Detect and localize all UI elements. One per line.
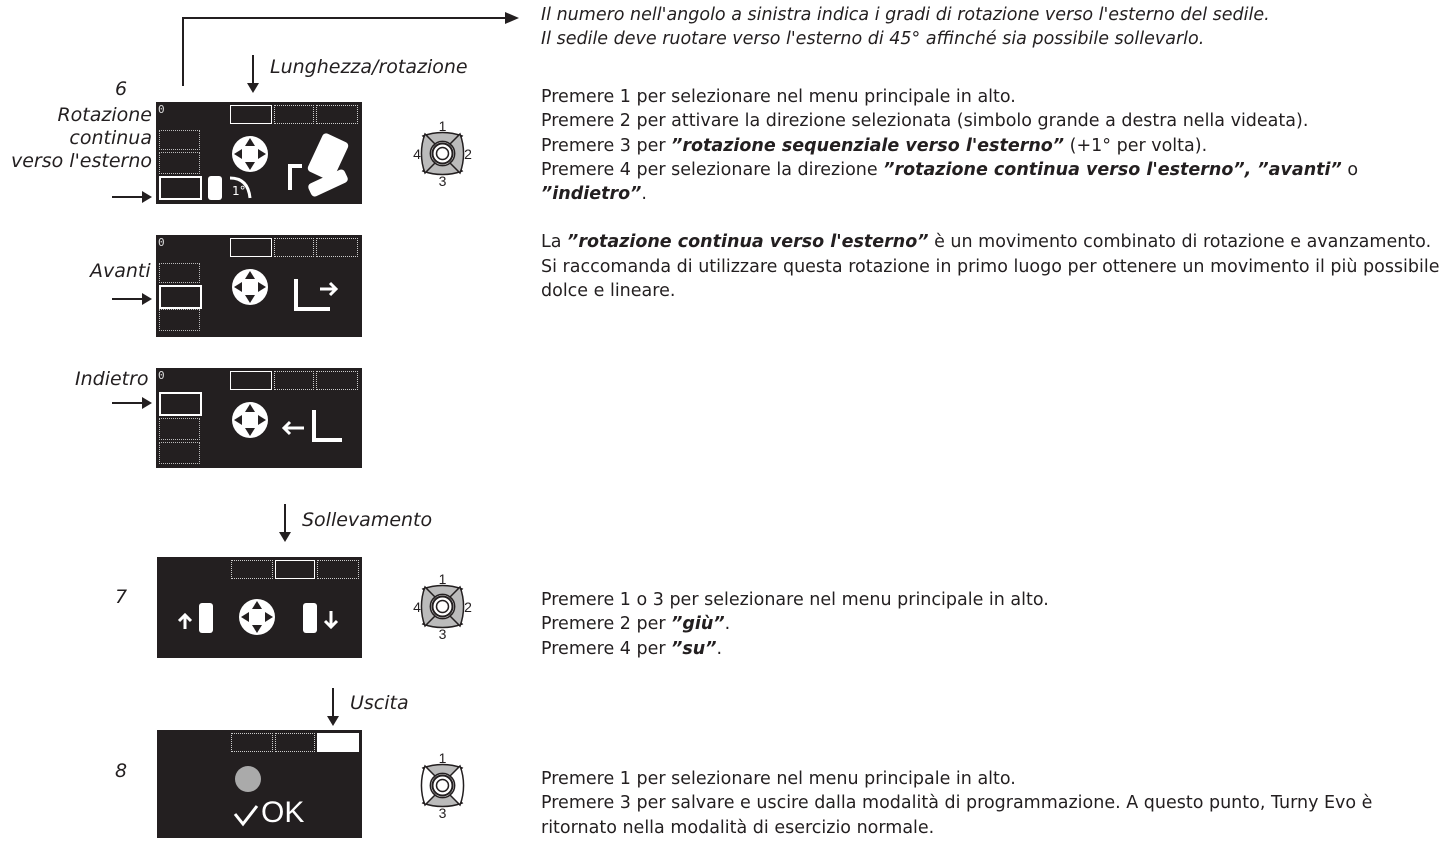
mini-option-continuous	[159, 176, 202, 200]
tab-exit	[317, 733, 359, 752]
joystick-icon	[232, 269, 268, 305]
step-6-number: 6	[115, 78, 128, 100]
joystick-dim-icon	[235, 766, 261, 792]
uscita-label: Uscita	[350, 692, 409, 714]
header-note: Il numero nell'angolo a sinistra indica …	[541, 3, 1441, 52]
tab-rotation	[231, 560, 273, 579]
seat-back-large-icon	[281, 410, 342, 442]
tab-lift	[274, 105, 314, 124]
s6-p2: Premere 2 per attivare la direzione sele…	[541, 111, 1309, 132]
section-6-text: Premere 1 per selezionare nel menu princ…	[541, 85, 1447, 303]
s6-p5: La ”rotazione continua verso l'esterno” …	[541, 232, 1440, 302]
key-3: 3	[439, 805, 447, 821]
right-arrow-icon	[112, 397, 152, 409]
mini-option-forward	[159, 418, 200, 440]
tab-lift	[275, 560, 315, 579]
key-4: 4	[413, 599, 421, 615]
indietro-label: Indietro	[75, 368, 149, 390]
s7-p2: Premere 2 per ”giù”.	[541, 614, 731, 635]
step-7-number: 7	[115, 586, 128, 608]
mini-option-continuous	[159, 309, 200, 331]
right-arrow-icon	[112, 191, 152, 203]
mini-option-back	[159, 130, 200, 150]
tab-rotation	[230, 105, 272, 124]
tab-lift	[274, 238, 314, 257]
seat-rotate-icon	[208, 176, 252, 200]
s8-p2: Premere 3 per salvare e uscire dalla mod…	[541, 793, 1373, 838]
mini-option-back	[159, 392, 202, 416]
s6-p1: Premere 1 per selezionare nel menu princ…	[541, 87, 1016, 107]
mini-option-forward	[159, 285, 202, 309]
display-screen-exit: OK	[157, 730, 362, 838]
key-3: 3	[439, 626, 447, 642]
seat-up-icon	[177, 603, 213, 633]
degree-counter: 0	[158, 236, 165, 249]
down-arrow-icon	[279, 504, 291, 542]
joystick-icon	[232, 136, 268, 172]
rotazione-continua-label: Rotazione continua verso l'esterno	[10, 104, 152, 172]
seat-forward-large-icon	[294, 279, 339, 311]
s6-p4: Premere 4 per selezionare la direzione ”…	[541, 159, 1359, 205]
tab-exit	[316, 238, 358, 257]
keypad-2way: 1 3	[420, 750, 465, 821]
key-1: 1	[439, 571, 447, 587]
tab-rotation	[231, 733, 273, 752]
degree-step: 1°	[232, 184, 246, 198]
key-1: 1	[439, 750, 447, 766]
s7-p1: Premere 1 o 3 per selezionare nel menu p…	[541, 590, 1049, 610]
sollevamento-label: Sollevamento	[302, 509, 433, 531]
mini-option-continuous	[159, 442, 200, 464]
s8-p1: Premere 1 per selezionare nel menu princ…	[541, 769, 1016, 789]
key-2: 2	[464, 146, 472, 162]
check-icon	[233, 805, 259, 827]
header-line-1: Il numero nell'angolo a sinistra indica …	[541, 5, 1270, 25]
key-3: 3	[439, 173, 447, 189]
tab-rotation	[230, 238, 272, 257]
display-screen-back: 0	[156, 368, 362, 468]
down-arrow-icon	[247, 55, 259, 93]
tab-lift	[275, 733, 315, 752]
s6-p3: Premere 3 per ”rotazione sequenziale ver…	[541, 135, 1208, 156]
tab-exit	[316, 371, 358, 390]
display-screen-lift	[157, 557, 362, 658]
right-arrow-icon	[112, 293, 152, 305]
keypad-4way: 1 3 4 2	[413, 571, 472, 642]
degree-counter: 0	[158, 103, 165, 116]
joystick-icon	[239, 599, 275, 635]
tab-exit	[316, 105, 358, 124]
section-7-text: Premere 1 o 3 per selezionare nel menu p…	[541, 588, 1447, 661]
key-2: 2	[464, 599, 472, 615]
tab-rotation	[230, 371, 272, 390]
section-8-text: Premere 1 per selezionare nel menu princ…	[541, 767, 1447, 840]
keypad-4way: 1 3 4 2	[413, 118, 472, 189]
header-pointer-arrow	[182, 12, 519, 86]
seat-continuous-large-icon	[288, 133, 349, 197]
mini-option-forward	[159, 152, 200, 174]
header-line-2: Il sedile deve ruotare verso l'esterno d…	[541, 29, 1205, 50]
display-screen-forward: 0	[156, 235, 362, 337]
mini-option-back	[159, 263, 200, 283]
degree-counter: 0	[158, 369, 165, 382]
seat-down-icon	[303, 603, 339, 633]
joystick-icon	[232, 402, 268, 438]
display-screen-rotation: 0 1°	[156, 102, 362, 204]
tab-lift	[274, 371, 314, 390]
down-arrow-icon	[327, 688, 339, 726]
ok-text: OK	[261, 796, 305, 829]
lunghezza-rotazione-label: Lunghezza/rotazione	[270, 56, 468, 78]
avanti-label: Avanti	[90, 260, 151, 282]
key-4: 4	[413, 146, 421, 162]
s7-p3: Premere 4 per ”su”.	[541, 638, 723, 659]
step-8-number: 8	[115, 760, 128, 782]
tab-exit	[317, 560, 359, 579]
key-1: 1	[439, 118, 447, 134]
